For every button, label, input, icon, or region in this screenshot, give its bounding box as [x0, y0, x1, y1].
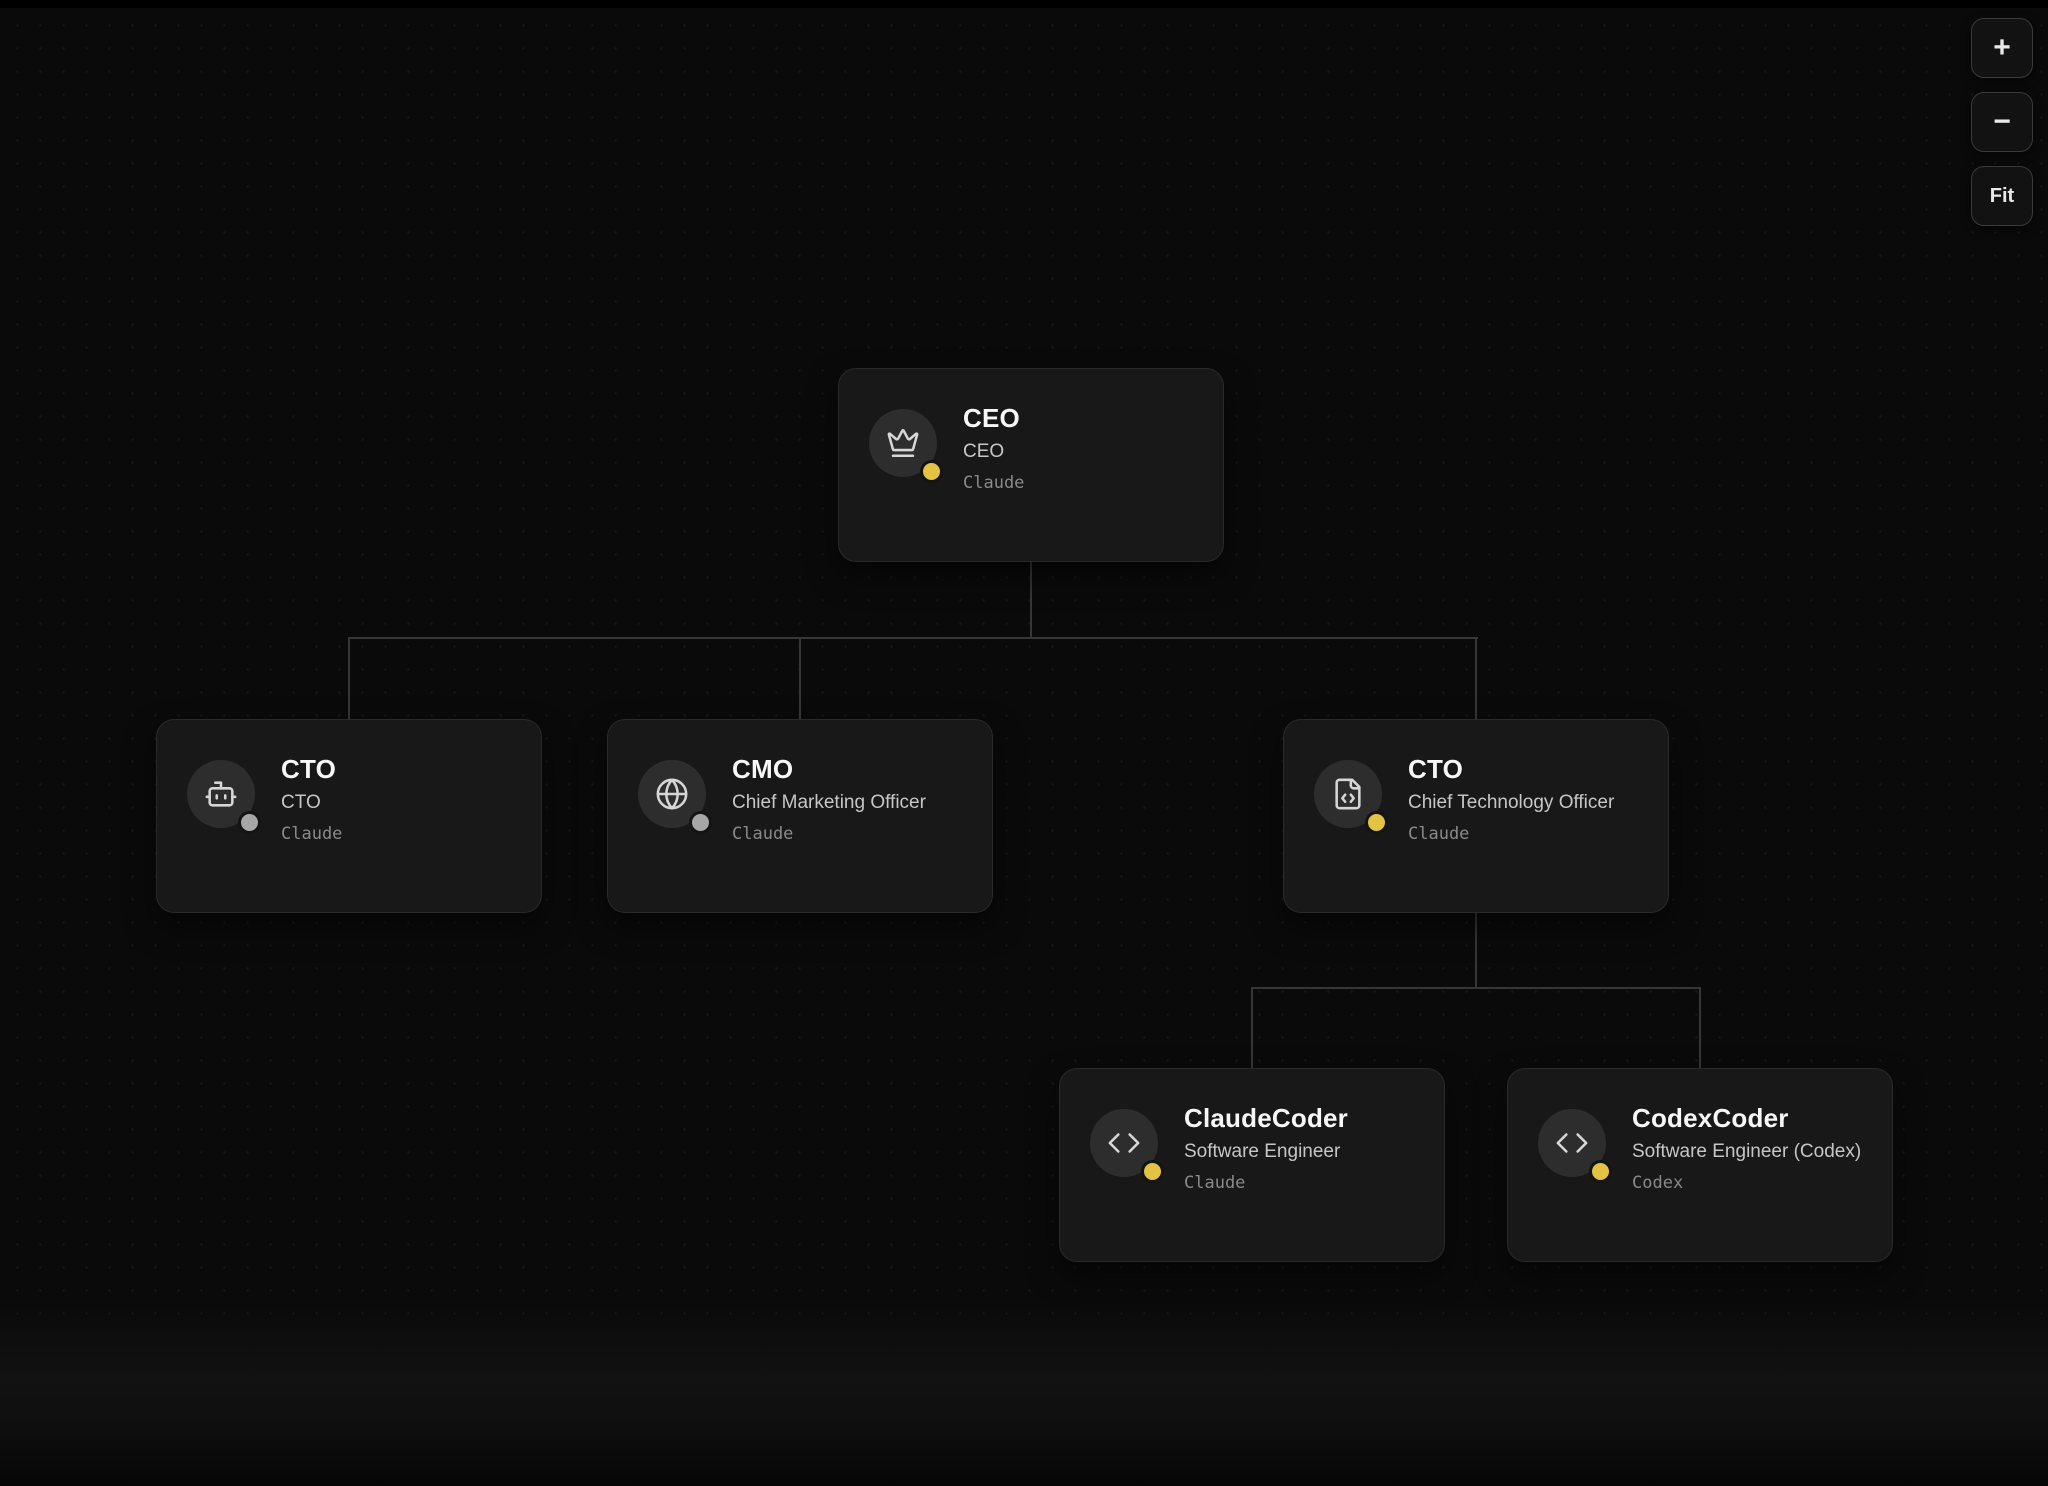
node-role: Software Engineer (Codex): [1632, 1141, 1862, 1162]
org-node-ceo[interactable]: CEO CEO Claude: [838, 368, 1224, 562]
code-icon: [1556, 1133, 1588, 1153]
avatar: [869, 409, 943, 483]
node-title: CTO: [281, 754, 337, 784]
node-role: Software Engineer: [1184, 1141, 1341, 1162]
node-agent: Codex: [1632, 1173, 1684, 1193]
globe-icon: [656, 778, 688, 810]
fit-view-button[interactable]: Fit: [1971, 166, 2033, 226]
status-dot: [1365, 811, 1388, 834]
bot-icon: [205, 781, 237, 807]
avatar: [1314, 760, 1388, 834]
connector-line: [1251, 987, 1701, 989]
status-dot: [689, 811, 712, 834]
node-role: Chief Marketing Officer: [732, 792, 926, 813]
node-agent: Claude: [1184, 1173, 1246, 1193]
connector-line: [799, 637, 801, 719]
zoom-controls: + − Fit: [1971, 18, 2033, 226]
node-agent: Claude: [1408, 824, 1470, 844]
org-node-cto-left[interactable]: CTO CTO Claude: [156, 719, 542, 913]
status-dot: [238, 811, 261, 834]
connector-line: [1475, 913, 1477, 989]
org-node-claudecoder[interactable]: ClaudeCoder Software Engineer Claude: [1059, 1068, 1445, 1262]
code-icon: [1108, 1133, 1140, 1153]
connector-line: [348, 637, 1478, 639]
avatar: [638, 760, 712, 834]
node-agent: Claude: [281, 824, 343, 844]
node-title: CEO: [963, 403, 1020, 433]
node-role: CEO: [963, 441, 1005, 462]
node-title: CodexCoder: [1632, 1103, 1789, 1133]
node-agent: Claude: [963, 473, 1025, 493]
zoom-out-button[interactable]: −: [1971, 92, 2033, 152]
connector-line: [1475, 637, 1477, 719]
connector-line: [1699, 987, 1701, 1068]
crown-icon: [887, 429, 919, 458]
connector-line: [1030, 562, 1032, 639]
status-dot: [920, 460, 943, 483]
org-node-cto-right[interactable]: CTO Chief Technology Officer Claude: [1283, 719, 1669, 913]
canvas-bottom-fade: [0, 1301, 2048, 1486]
avatar: [187, 760, 261, 834]
node-agent: Claude: [732, 824, 794, 844]
avatar: [1538, 1109, 1612, 1183]
node-role: Chief Technology Officer: [1408, 792, 1615, 813]
node-role: CTO: [281, 792, 321, 813]
node-title: CMO: [732, 754, 794, 784]
node-title: CTO: [1408, 754, 1464, 784]
zoom-in-button[interactable]: +: [1971, 18, 2033, 78]
connector-line: [348, 637, 350, 719]
node-title: ClaudeCoder: [1184, 1103, 1349, 1133]
status-dot: [1589, 1160, 1612, 1183]
file-code-icon: [1335, 778, 1361, 810]
canvas-top-edge: [0, 0, 2048, 9]
status-dot: [1141, 1160, 1164, 1183]
avatar: [1090, 1109, 1164, 1183]
org-node-codexcoder[interactable]: CodexCoder Software Engineer (Codex) Cod…: [1507, 1068, 1893, 1262]
org-node-cmo[interactable]: CMO Chief Marketing Officer Claude: [607, 719, 993, 913]
connector-line: [1251, 987, 1253, 1068]
